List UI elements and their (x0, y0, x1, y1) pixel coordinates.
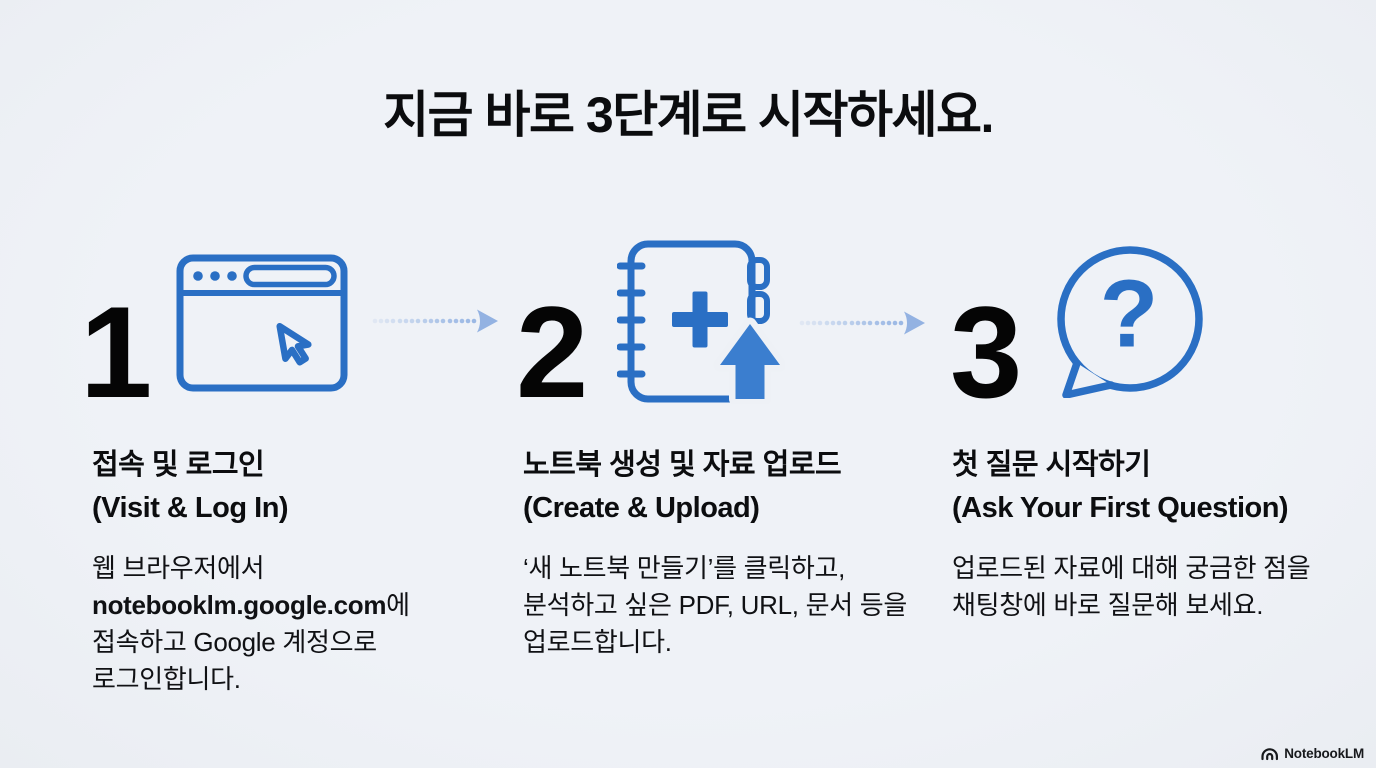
upload-arrow-icon (713, 317, 785, 404)
speech-bubble-icon (1057, 246, 1203, 398)
body-line: 업로드합니다. (523, 627, 672, 657)
step-1-heading: 접속 및 로그인 (Visit & Log In) (92, 444, 289, 530)
step-1-title-ko: 접속 및 로그인 (92, 449, 265, 481)
step-arrow-2 (798, 309, 928, 337)
browser-window-icon (176, 254, 348, 392)
step-2-number: 2 (516, 279, 588, 425)
notebook-icon (617, 240, 785, 404)
body-line: 로그인합니다. (92, 664, 241, 694)
step-3-description: 업로드된 자료에 대해 궁금한 점을 채팅창에 바로 질문해 보세요. (952, 550, 1311, 624)
step-3-heading: 첫 질문 시작하기 (Ask Your First Question) (952, 444, 1289, 530)
notebook-tabs-icon (747, 257, 770, 324)
question-bubble-icon: ? (1053, 246, 1205, 398)
spiral-binding-icon (617, 262, 646, 378)
step-1-title-en: (Visit & Log In) (92, 492, 289, 524)
step-3-title-en: (Ask Your First Question) (952, 492, 1289, 524)
step-3-number: 3 (950, 279, 1022, 425)
body-line: notebooklm.google.com에 (92, 590, 410, 620)
question-mark: ? (1099, 260, 1159, 368)
notebooklm-url: notebooklm.google.com (92, 590, 387, 620)
step-1-description: 웹 브라우저에서 notebooklm.google.com에 접속하고 Goo… (92, 550, 410, 698)
browser-cursor-icon (176, 254, 348, 392)
step-2-title-en: (Create & Upload) (523, 492, 760, 524)
step-3-title-ko: 첫 질문 시작하기 (952, 449, 1151, 481)
body-line: 웹 브라우저에서 (92, 553, 265, 583)
body-line: 분석하고 싶은 PDF, URL, 문서 등을 (523, 590, 907, 620)
cursor-icon (276, 322, 312, 366)
notebooklm-logo-icon (1261, 748, 1279, 761)
notebook-upload-icon (617, 240, 785, 404)
body-line: 채팅창에 바로 질문해 보세요. (952, 590, 1264, 620)
step-2-heading: 노트북 생성 및 자료 업로드 (Create & Upload) (523, 444, 842, 530)
dotted-arrow-icon (799, 311, 925, 335)
footer-brand-label: NotebookLM (1284, 745, 1364, 761)
dotted-arrow-icon (372, 309, 498, 333)
page-title: 지금 바로 3단계로 시작하세요. (383, 87, 994, 143)
footer-brand: NotebookLM (1260, 744, 1364, 762)
plus-icon (672, 291, 728, 348)
step-arrow-1 (371, 307, 501, 335)
body-line: 접속하고 Google 계정으로 (92, 627, 377, 657)
step-1-number: 1 (80, 279, 152, 425)
body-line: 업로드된 자료에 대해 궁금한 점을 (952, 553, 1311, 583)
step-2-title-ko: 노트북 생성 및 자료 업로드 (523, 449, 842, 481)
body-line: ‘새 노트북 만들기’를 클릭하고, (523, 553, 846, 583)
step-2-description: ‘새 노트북 만들기’를 클릭하고, 분석하고 싶은 PDF, URL, 문서 … (523, 550, 907, 661)
